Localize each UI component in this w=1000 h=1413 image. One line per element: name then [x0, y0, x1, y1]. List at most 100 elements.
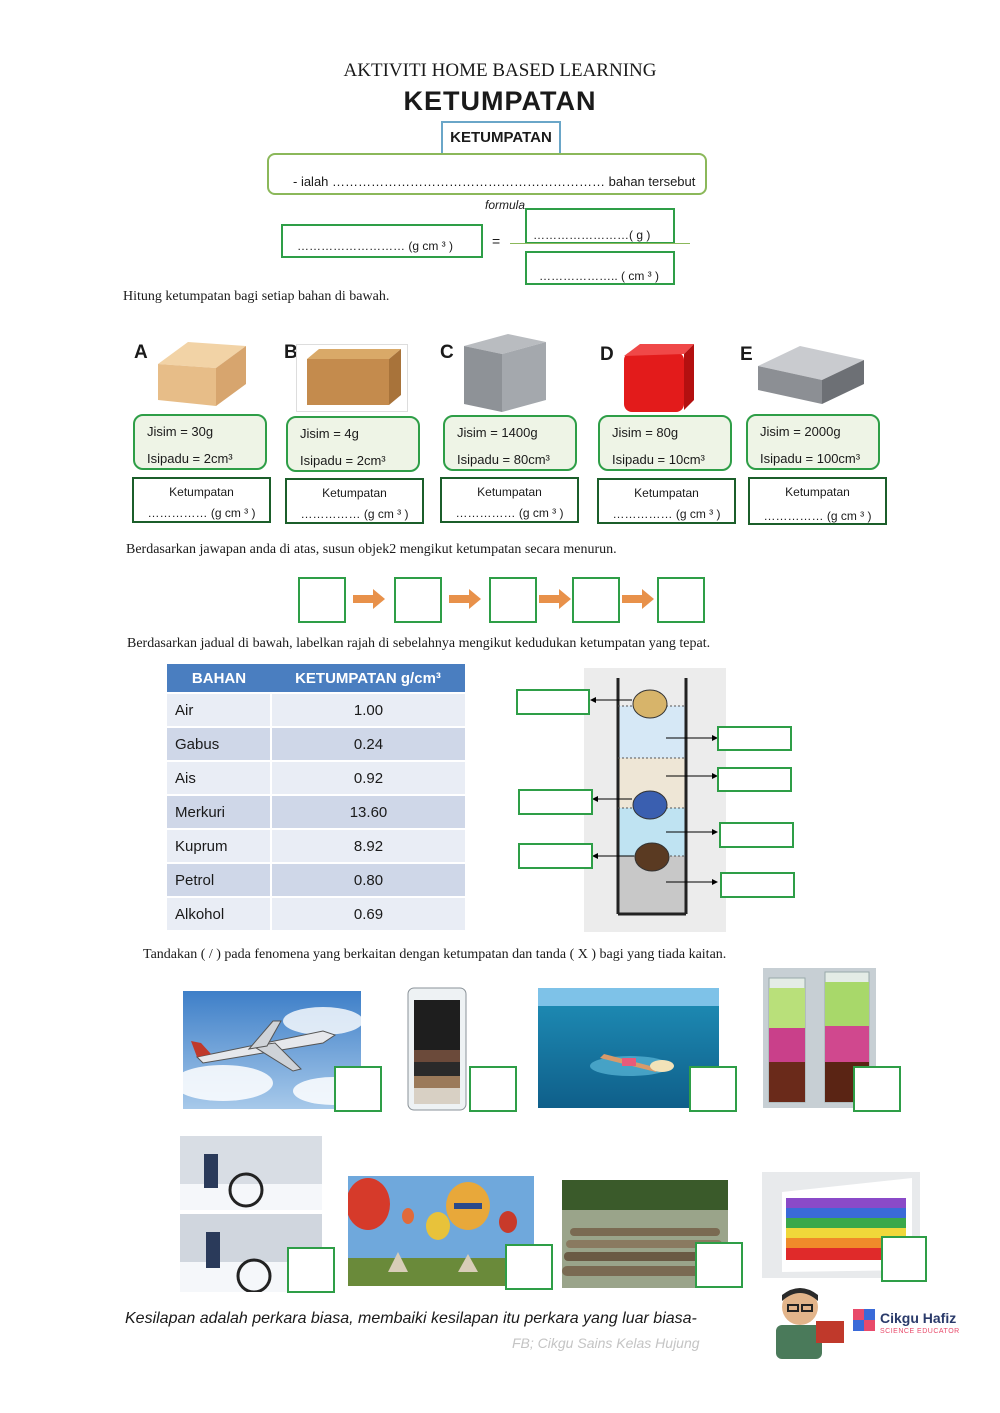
object-letter-e: E [740, 344, 753, 365]
volume-b: Isipadu = 2cm³ [300, 453, 386, 468]
table-header-row: BAHAN KETUMPATAN g/cm³ [167, 664, 465, 693]
mass-e: Jisim = 2000g [760, 424, 841, 439]
result-blank-d: …………… (g cm ³ ) [612, 507, 721, 521]
q1-instruction: Hitung ketumpatan bagi setiap bahan di b… [123, 289, 390, 304]
phenomenon-answer-box-1[interactable] [334, 1066, 382, 1112]
diagram-label-box-6[interactable] [518, 843, 593, 869]
sponge-block-image [307, 349, 401, 405]
result-box-e[interactable]: Ketumpatan …………… (g cm ³ ) [748, 477, 887, 525]
mass-b: Jisim = 4g [300, 426, 359, 441]
result-label-c: Ketumpatan [477, 485, 542, 499]
volume-a: Isipadu = 2cm³ [147, 451, 233, 466]
density-value: 13.60 [270, 794, 465, 829]
table-header: KETUMPATAN g/cm³ [271, 664, 465, 693]
result-box-c[interactable]: Ketumpatan …………… (g cm ³ ) [440, 477, 579, 523]
volume-e: Isipadu = 100cm³ [760, 451, 861, 466]
result-box-a[interactable]: Ketumpatan …………… (g cm ³ ) [132, 477, 271, 523]
arrow-icon [622, 589, 654, 609]
q3-instruction: Berdasarkan jadual di bawah, labelkan ra… [127, 636, 711, 651]
table-header: BAHAN [167, 664, 271, 693]
material-name: Air [167, 692, 271, 727]
mass-c: Jisim = 1400g [457, 425, 538, 440]
topic-label: KETUMPATAN [441, 121, 561, 155]
object-letter-a: A [134, 342, 148, 363]
footer-quote: Kesilapan adalah perkara biasa, membaiki… [125, 1310, 697, 1327]
density-unit-text: ……………………… (g cm ³ ) [297, 239, 453, 253]
phenomenon-answer-box-2[interactable] [469, 1066, 517, 1112]
mass-d: Jisim = 80g [612, 425, 679, 440]
mass-answer-box[interactable]: ……………………( g ) [525, 208, 675, 244]
main-title: KETUMPATAN [403, 86, 597, 116]
material-name: Ais [167, 760, 271, 795]
diagram-label-box-7[interactable] [720, 872, 795, 898]
given-box-a: Jisim = 30g Isipadu = 2cm³ [133, 414, 267, 470]
given-box-e: Jisim = 2000g Isipadu = 100cm³ [746, 414, 880, 470]
water-filter-image [402, 986, 472, 1114]
material-name: Kuprum [167, 828, 271, 863]
volume-c: Isipadu = 80cm³ [457, 452, 550, 467]
phenomenon-answer-box-7[interactable] [695, 1242, 743, 1288]
density-value: 8.92 [270, 828, 465, 863]
material-name: Gabus [167, 726, 271, 761]
diagram-label-box-2[interactable] [717, 726, 792, 751]
result-label-e: Ketumpatan [785, 485, 850, 499]
phenomenon-answer-box-5[interactable] [287, 1247, 335, 1293]
order-box-2[interactable] [394, 577, 442, 623]
airplane-image [183, 991, 361, 1109]
footer-credit: FB; Cikgu Sains Kelas Hujung [512, 1335, 700, 1351]
result-blank-c: …………… (g cm ³ ) [455, 506, 564, 520]
red-cube-image [624, 344, 694, 412]
concrete-block-image [464, 334, 546, 412]
arrow-icon [449, 589, 481, 609]
brand-subtitle: SCIENCE EDUCATOR [880, 1328, 960, 1335]
q4-instruction: Tandakan ( / ) pada fenomena yang berkai… [143, 947, 727, 962]
volume-unit-text: ……………….. ( cm ³ ) [539, 269, 659, 283]
given-box-d: Jisim = 80g Isipadu = 10cm³ [598, 415, 732, 471]
result-blank-e: …………… (g cm ³ ) [763, 509, 872, 523]
result-box-b[interactable]: Ketumpatan …………… (g cm ³ ) [285, 478, 424, 524]
phenomenon-answer-box-6[interactable] [505, 1244, 553, 1290]
formula-label: formula [485, 198, 526, 212]
given-box-c: Jisim = 1400g Isipadu = 80cm³ [443, 415, 577, 471]
teacher-avatar-image [776, 1288, 844, 1359]
puzzle-logo-icon [853, 1309, 875, 1331]
density-value: 0.92 [270, 760, 465, 795]
density-value: 0.24 [270, 726, 465, 761]
mass-a: Jisim = 30g [147, 424, 214, 439]
fraction-line [510, 243, 690, 244]
result-box-d[interactable]: Ketumpatan …………… (g cm ³ ) [597, 478, 736, 524]
arrow-icon [353, 589, 385, 609]
order-box-5[interactable] [657, 577, 705, 623]
order-box-1[interactable] [298, 577, 346, 623]
definition-box[interactable]: - ialah ……………………………………………………… bahan ters… [267, 153, 707, 195]
order-box-3[interactable] [489, 577, 537, 623]
phenomenon-answer-box-3[interactable] [689, 1066, 737, 1112]
diagram-label-box-3[interactable] [717, 767, 792, 792]
material-name: Alkohol [167, 896, 271, 930]
result-label-d: Ketumpatan [634, 486, 699, 500]
sponge-image-frame [296, 344, 408, 412]
phenomenon-answer-box-8[interactable] [881, 1236, 927, 1282]
phenomenon-answer-box-4[interactable] [853, 1066, 901, 1112]
diagram-label-box-1[interactable] [516, 689, 590, 715]
arrow-icon [539, 589, 571, 609]
volume-answer-box[interactable]: ……………….. ( cm ³ ) [525, 251, 675, 285]
diagram-label-box-5[interactable] [719, 822, 794, 848]
material-name: Merkuri [167, 794, 271, 829]
wood-block-image [158, 342, 246, 406]
result-blank-b: …………… (g cm ³ ) [300, 507, 409, 521]
density-value: 0.69 [270, 896, 465, 930]
top-title: AKTIVITI HOME BASED LEARNING [343, 60, 657, 81]
density-answer-box[interactable]: ……………………… (g cm ³ ) [281, 224, 483, 258]
diagram-label-box-4[interactable] [518, 789, 593, 815]
equals-sign: = [492, 233, 501, 249]
density-value: 0.80 [270, 862, 465, 897]
q2-instruction: Berdasarkan jawapan anda di atas, susun … [126, 542, 617, 557]
order-box-4[interactable] [572, 577, 620, 623]
given-box-b: Jisim = 4g Isipadu = 2cm³ [286, 416, 420, 472]
